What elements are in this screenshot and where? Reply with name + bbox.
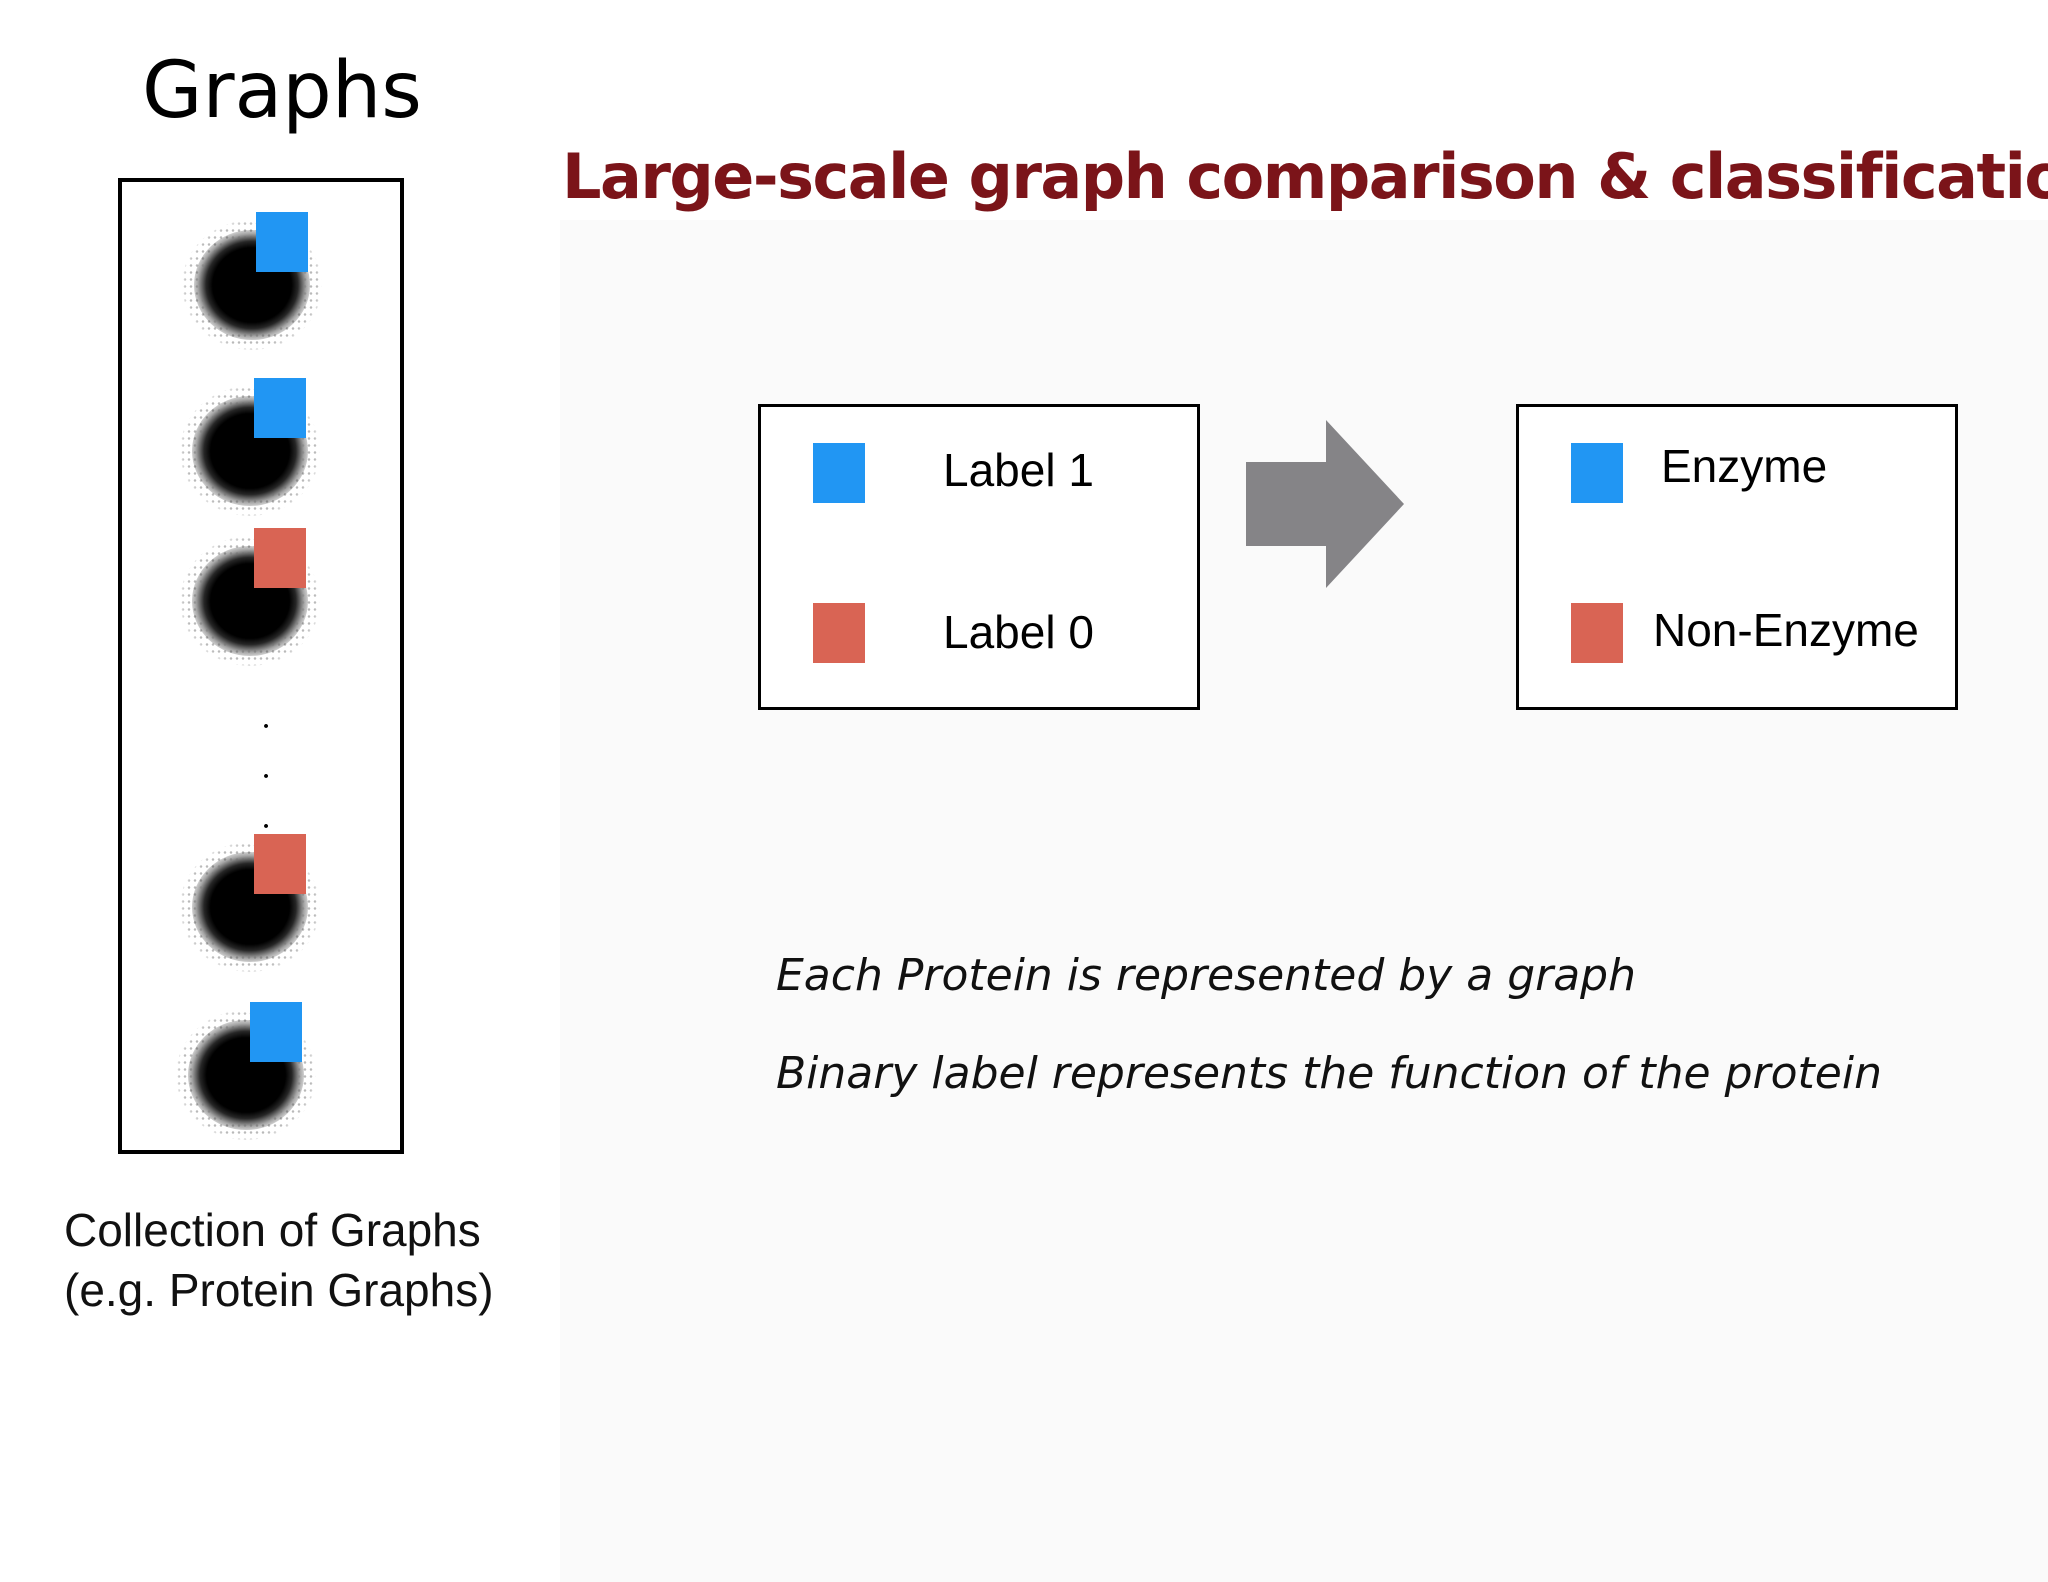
protein-graph-3 (182, 528, 322, 658)
protein-graph-5 (178, 1002, 318, 1132)
non-enzyme-text: Non-Enzyme (1653, 604, 1919, 656)
label0-text: Label 0 (943, 606, 1094, 658)
protein-graph-1 (184, 212, 324, 342)
protein-graph-2 (182, 378, 322, 508)
caption-line-2: (e.g. Protein Graphs) (64, 1264, 494, 1316)
collection-caption: Collection of Graphs (e.g. Protein Graph… (64, 1200, 584, 1320)
label1-text: Label 1 (943, 444, 1094, 496)
label-tag-3 (254, 528, 306, 588)
ellipsis-dots: · · · (260, 708, 272, 845)
graphs-heading: Graphs (142, 46, 422, 136)
label-legend-box: Label 1 Label 0 (758, 404, 1200, 710)
statement-binary-label: Binary label represents the function of … (776, 1048, 1882, 1099)
enzyme-swatch (1571, 443, 1623, 503)
statement-protein-graph: Each Protein is represented by a graph (776, 950, 1636, 1001)
label0-swatch (813, 603, 865, 663)
right-arrow-icon (1246, 420, 1404, 588)
graph-collection-box: · · · (118, 178, 404, 1154)
class-meaning-box: Enzyme Non-Enzyme (1516, 404, 1958, 710)
slide-title: Large-scale graph comparison & classific… (562, 140, 2048, 213)
non-enzyme-swatch (1571, 603, 1623, 663)
caption-line-1: Collection of Graphs (64, 1204, 481, 1256)
label1-swatch (813, 443, 865, 503)
enzyme-text: Enzyme (1661, 440, 1828, 492)
label-tag-2 (254, 378, 306, 438)
label-tag-5 (250, 1002, 302, 1062)
label-tag-4 (254, 834, 306, 894)
right-arrow-shape (1246, 420, 1404, 588)
label-tag-1 (256, 212, 308, 272)
protein-graph-4 (182, 834, 322, 964)
